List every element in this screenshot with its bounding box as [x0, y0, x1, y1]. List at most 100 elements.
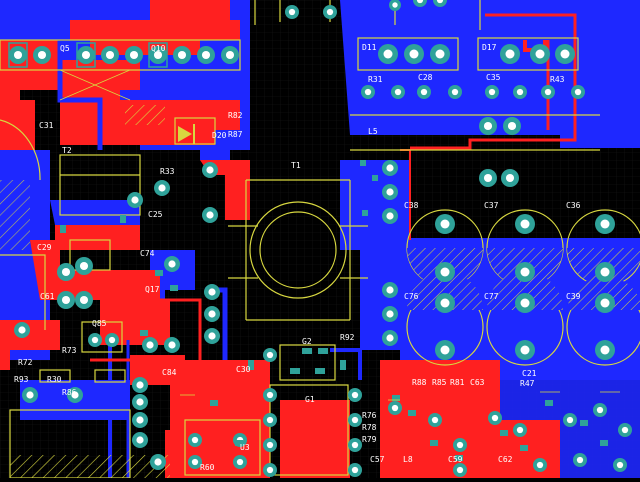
- label-c59: C59: [448, 455, 463, 464]
- pad-drill-hole: [386, 188, 394, 196]
- pad-drill-hole: [391, 404, 399, 412]
- pad-drill-hole: [616, 461, 624, 469]
- label-q10: Q10: [151, 44, 166, 53]
- label-c61: C61: [40, 292, 55, 301]
- label-r88: R88: [412, 378, 427, 387]
- pad-drill-hole: [206, 166, 214, 174]
- pad-drill-hole: [208, 288, 216, 296]
- pad-drill-hole: [61, 295, 71, 305]
- label-r86: R86: [62, 388, 77, 397]
- pad-drill-hole: [440, 219, 450, 229]
- pad-drill-hole: [37, 50, 47, 60]
- pad-drill-hole: [131, 196, 139, 204]
- label-r82: R82: [228, 111, 243, 120]
- pad-drill-hole: [201, 50, 211, 60]
- pad-drill-hole: [168, 260, 176, 268]
- label-q85: Q85: [92, 319, 107, 328]
- pad-drill-hole: [79, 295, 89, 305]
- pad-drill-hole: [621, 426, 629, 434]
- pad-drill-hole: [456, 441, 464, 449]
- label-c63: C63: [470, 378, 485, 387]
- pad-drill-hole: [177, 50, 187, 60]
- pad-drill-hole: [600, 219, 610, 229]
- pad-drill-hole: [483, 121, 493, 131]
- pad-drill-hole: [136, 436, 144, 444]
- pad-drill-hole: [79, 261, 89, 271]
- diode-d20-symbol: [178, 124, 195, 144]
- label-r85: R85: [432, 378, 447, 387]
- pad-drill-hole: [535, 49, 545, 59]
- label-c36: C36: [566, 201, 581, 210]
- label-r43: R43: [550, 75, 565, 84]
- label-c37: C37: [484, 201, 499, 210]
- pad-drill-hole: [440, 345, 450, 355]
- pad-drill-hole: [208, 332, 216, 340]
- label-d11: D11: [362, 43, 377, 52]
- label-r30: R30: [47, 375, 62, 384]
- pad-drill-hole: [483, 173, 493, 183]
- pad-drill-hole: [154, 458, 162, 466]
- square-pad-outline: [8, 42, 28, 68]
- pad-drill-hole: [574, 88, 582, 96]
- pad-drill-hole: [91, 336, 99, 344]
- pad-drill-hole: [440, 267, 450, 277]
- pad-drill-hole: [386, 164, 394, 172]
- pad-drill-hole: [351, 441, 359, 449]
- through-hole-pad: [413, 0, 427, 7]
- label-c57: C57: [370, 455, 385, 464]
- pad-drill-hole: [536, 461, 544, 469]
- pad-drill-hole: [516, 88, 524, 96]
- label-c31: C31: [39, 121, 54, 130]
- label-r33: R33: [160, 167, 175, 176]
- pad-drill-hole: [266, 441, 274, 449]
- label-d20: D20: [212, 131, 227, 140]
- pad-drill-hole: [600, 267, 610, 277]
- label-q17: Q17: [145, 285, 160, 294]
- pad-drill-hole: [507, 121, 517, 131]
- label-c30: C30: [236, 365, 251, 374]
- label-r93: R93: [14, 375, 29, 384]
- pad-drill-hole: [520, 219, 530, 229]
- pad-drill-hole: [392, 2, 398, 8]
- label-r78: R78: [362, 423, 377, 432]
- pads-layer: [8, 0, 632, 477]
- label-r72: R72: [18, 358, 33, 367]
- label-r47: R47: [520, 379, 535, 388]
- label-c21: C21: [522, 369, 537, 378]
- pad-drill-hole: [364, 88, 372, 96]
- pad-drill-hole: [108, 336, 116, 344]
- label-g2: G2: [302, 337, 312, 346]
- pad-drill-hole: [576, 456, 584, 464]
- pad-drill-hole: [596, 406, 604, 414]
- pad-drill-hole: [351, 416, 359, 424]
- pad-drill-hole: [206, 211, 214, 219]
- label-c38: C38: [404, 201, 419, 210]
- pad-drill-hole: [81, 50, 91, 60]
- pad-drill-hole: [351, 391, 359, 399]
- pad-drill-hole: [351, 466, 359, 474]
- label-c39: C39: [566, 292, 581, 301]
- pad-drill-hole: [440, 298, 450, 308]
- silkscreen-labels: Q5 Q10 C31 T2 D20 R82 R87 R33 C25 T1 D11…: [14, 43, 581, 472]
- pad-drill-hole: [436, 0, 444, 4]
- label-d17: D17: [482, 43, 497, 52]
- fine-silk-marks: [59, 69, 620, 401]
- label-r79: R79: [362, 435, 377, 444]
- label-r92: R92: [340, 333, 355, 342]
- label-c76: C76: [404, 292, 419, 301]
- pad-drill-hole: [266, 466, 274, 474]
- pad-drill-hole: [491, 414, 499, 422]
- pad-drill-hole: [266, 351, 274, 359]
- label-r73: R73: [62, 346, 77, 355]
- pad-drill-hole: [435, 49, 445, 59]
- pad-drill-hole: [409, 49, 419, 59]
- pad-drill-hole: [326, 8, 334, 16]
- pad-drill-hole: [520, 267, 530, 277]
- pad-drill-hole: [520, 345, 530, 355]
- label-c77: C77: [484, 292, 499, 301]
- pad-drill-hole: [394, 88, 402, 96]
- pad-drill-hole: [266, 416, 274, 424]
- pad-drill-hole: [18, 326, 26, 334]
